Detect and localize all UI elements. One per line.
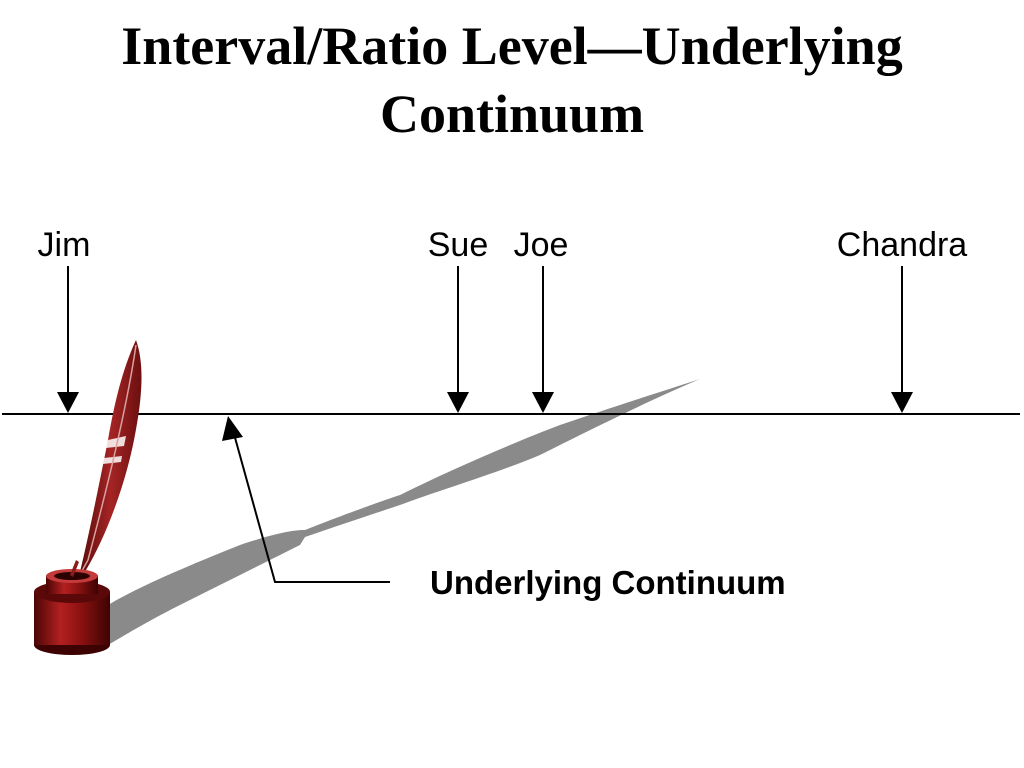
marker-jim-label: Jim [38, 226, 91, 264]
marker-jim-arrowhead [57, 392, 79, 413]
marker-joe: Joe [514, 226, 569, 413]
continuum-label: Underlying Continuum [430, 564, 786, 601]
continuum-callout: Underlying Continuum [222, 416, 786, 601]
title-line-2: Continuum [379, 84, 645, 144]
marker-sue-arrowhead [447, 392, 469, 413]
marker-jim: Jim [38, 226, 91, 413]
marker-chandra: Chandra [837, 226, 968, 413]
marker-sue-label: Sue [428, 226, 489, 264]
quill-shadow [100, 379, 700, 645]
marker-chandra-arrowhead [891, 392, 913, 413]
slide-title: Interval/Ratio Level—Underlying Continuu… [0, 12, 1024, 148]
marker-chandra-label: Chandra [837, 226, 968, 264]
callout-arrowhead [222, 416, 243, 441]
inkwell-icon [34, 560, 110, 655]
marker-joe-label: Joe [514, 226, 569, 264]
title-line-1: Interval/Ratio Level—Underlying [121, 16, 903, 76]
marker-sue: Sue [428, 226, 489, 413]
quill-pen-icon [65, 340, 142, 601]
callout-leader-line [233, 433, 390, 583]
marker-joe-arrowhead [532, 392, 554, 413]
